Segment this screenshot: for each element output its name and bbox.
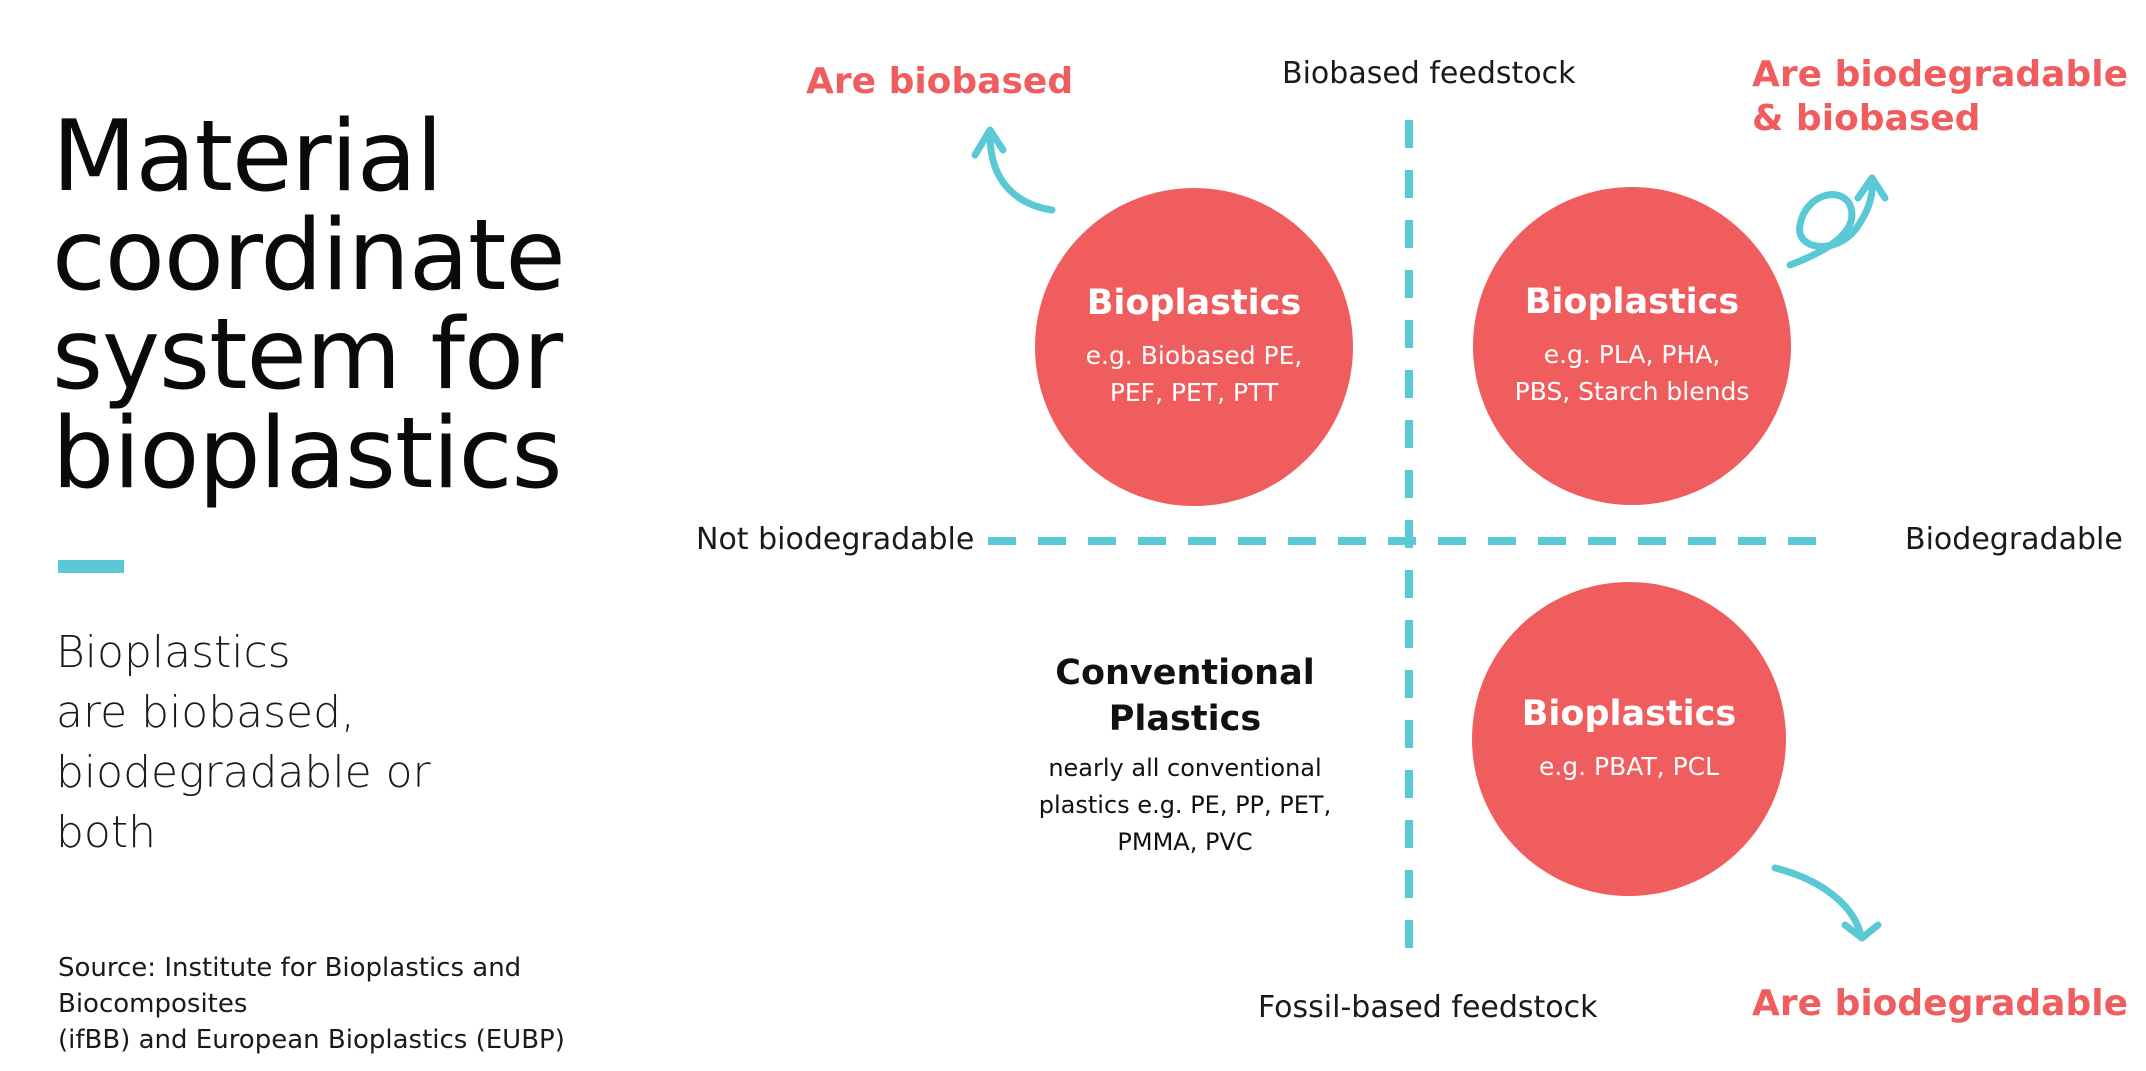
- conventional-plastics-block: Conventional Plastics nearly all convent…: [1005, 650, 1365, 861]
- circle-examples: e.g. Biobased PE, PEF, PET, PTT: [1074, 337, 1314, 411]
- subtitle: Bioplastics are biobased, biodegradable …: [56, 623, 476, 863]
- circle-biodegradable-bioplastics: Bioplastics e.g. PBAT, PCL: [1472, 582, 1786, 896]
- axis-label-top: Biobased feedstock: [1282, 56, 1576, 91]
- page-title: Material coordinate system for bioplasti…: [52, 108, 652, 504]
- subtitle-line: Bioplastics: [56, 627, 291, 678]
- axis-label-bottom: Fossil-based feedstock: [1258, 990, 1598, 1025]
- arrow-bottom-right-icon: [1771, 864, 1882, 942]
- arrow-top-right-icon: [1786, 174, 1889, 269]
- arrow-top-left-icon: [971, 126, 1056, 214]
- title-line: bioplastics: [52, 397, 563, 511]
- label-are-biodegradable: Are biodegradable: [1752, 983, 2128, 1024]
- conventional-line: PMMA, PVC: [1117, 828, 1253, 856]
- subtitle-line: both: [56, 807, 156, 858]
- label-are-biobased: Are biobased: [806, 61, 1074, 102]
- subtitle-line: biodegradable or: [56, 747, 431, 798]
- accent-divider: [58, 560, 124, 573]
- circle-line: e.g. PBAT, PCL: [1538, 751, 1720, 781]
- circle-title: Bioplastics: [1524, 282, 1740, 322]
- conventional-title-line: Plastics: [1108, 699, 1262, 739]
- conventional-line: nearly all conventional: [1048, 754, 1322, 782]
- conventional-examples: nearly all conventional plastics e.g. PE…: [1005, 750, 1365, 861]
- axis-label-right: Biodegradable: [1905, 522, 2123, 557]
- circle-biodegradable-biobased-bioplastics: Bioplastics e.g. PLA, PHA, PBS, Starch b…: [1473, 187, 1791, 505]
- title-line: coordinate: [52, 199, 566, 313]
- circle-title: Bioplastics: [1521, 693, 1737, 734]
- circle-line: PEF, PET, PTT: [1109, 378, 1279, 407]
- subtitle-line: are biobased,: [56, 687, 356, 738]
- circle-line: e.g. PLA, PHA,: [1543, 340, 1721, 369]
- source-note: Source: Institute for Bioplastics and Bi…: [58, 950, 678, 1058]
- title-line: system for: [52, 298, 563, 412]
- label-are-biodegradable-and-biobased: Are biodegradable & biobased: [1752, 53, 2128, 141]
- source-line: (ifBB) and European Bioplastics (EUBP): [58, 1025, 565, 1055]
- conventional-title: Conventional Plastics: [1005, 650, 1365, 742]
- label-line: Are biodegradable: [1752, 54, 2128, 95]
- label-line: & biobased: [1752, 98, 1981, 139]
- circle-examples: e.g. PLA, PHA, PBS, Starch blends: [1512, 336, 1752, 410]
- circle-title: Bioplastics: [1086, 283, 1302, 323]
- conventional-title-line: Conventional: [1055, 653, 1315, 693]
- title-line: Material: [52, 100, 443, 214]
- circle-line: e.g. Biobased PE,: [1085, 341, 1303, 370]
- circle-examples: e.g. PBAT, PCL: [1509, 748, 1749, 785]
- axis-label-left: Not biodegradable: [696, 522, 975, 557]
- conventional-line: plastics e.g. PE, PP, PET,: [1038, 791, 1332, 819]
- source-line: Source: Institute for Bioplastics and Bi…: [58, 953, 522, 1019]
- circle-line: PBS, Starch blends: [1514, 377, 1750, 406]
- circle-biobased-bioplastics: Bioplastics e.g. Biobased PE, PEF, PET, …: [1035, 188, 1353, 506]
